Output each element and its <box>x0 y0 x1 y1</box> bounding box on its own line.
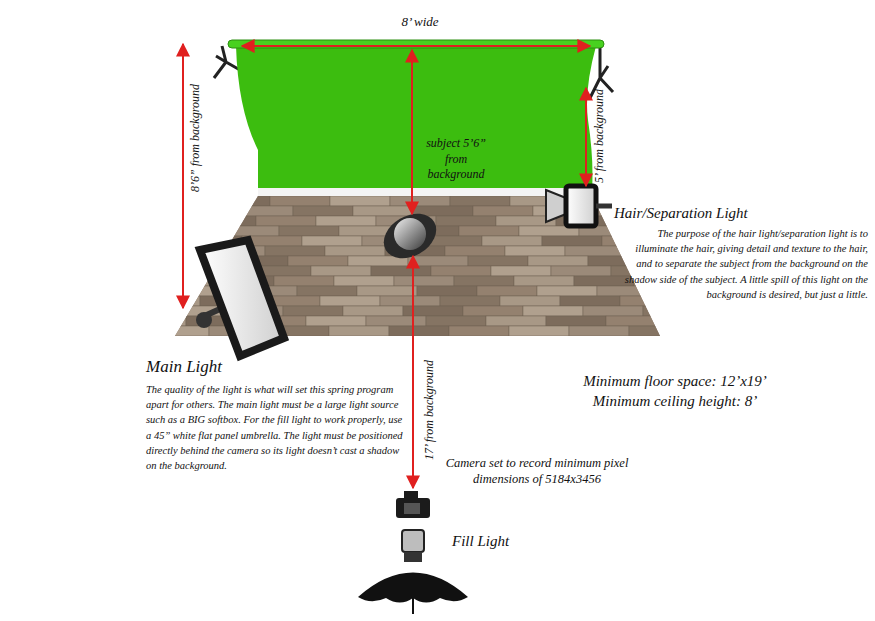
requirement-text: Minimum ceiling height: 8’ <box>540 392 810 412</box>
baseboard <box>258 188 592 196</box>
main-light-softbox <box>196 240 284 356</box>
dimension-label: 8’ wide <box>385 14 455 31</box>
camera-note: Camera set to record minimum pixel dimen… <box>442 455 632 488</box>
dimension-label: 17’ from background <box>422 360 438 460</box>
dimension-label: 8’6” from background <box>188 84 204 192</box>
camera <box>396 491 430 518</box>
fill-light-umbrella <box>358 530 468 614</box>
light-heading: Fill Light <box>452 532 572 552</box>
note-text: The purpose of the hair light/separation… <box>622 226 868 302</box>
subject <box>376 205 444 268</box>
hair-light <box>546 186 612 226</box>
dimension-label: 5’ from background <box>592 89 608 183</box>
light-heading: Hair/Separation Light <box>614 204 814 224</box>
light-heading: Main Light <box>146 356 346 378</box>
dimension-label: subject 5’6” from background <box>420 136 492 183</box>
requirement-text: Minimum floor space: 12’x19’ <box>540 372 810 392</box>
backdrop-bar <box>228 40 604 48</box>
note-text: The quality of the light is what will se… <box>146 382 408 473</box>
green-backdrop <box>236 46 596 190</box>
